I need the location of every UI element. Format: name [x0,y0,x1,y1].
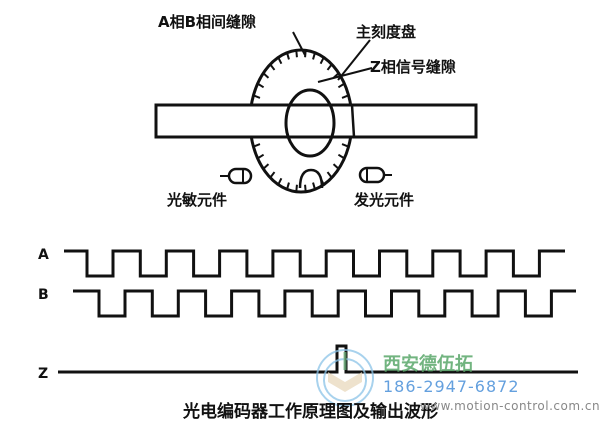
disk-slit [286,182,290,190]
disk-slit [257,82,265,89]
label-z-slit: Z相信号缝隙 [370,58,456,76]
waveform-a [64,249,565,278]
disk-slit [277,56,283,65]
disk-slit [341,94,349,99]
disk-slit [269,171,276,179]
watermark-company: 西安德伍拓 [383,353,473,375]
disk-edge-over-shaft [350,104,356,138]
disk-slit [253,94,261,99]
leader-ab [292,31,306,56]
label-ab-slit: A相B相间缝隙 [158,13,256,31]
disk-slit [319,56,325,65]
photo-sensor-icon [220,167,253,185]
disk-slit [326,63,333,71]
disk-slit [341,143,349,148]
shaft [154,103,478,139]
light-emitter-icon [358,166,392,184]
disk-slit [269,63,276,71]
disk-slit [277,177,283,186]
disk-slit [326,171,333,179]
watermark-website: www.motion-control.com.cn [420,399,600,413]
disk-slit [262,72,270,79]
disk-slit [295,50,298,58]
disk-slit [332,163,340,170]
leader-z [317,67,373,83]
label-photo-sensor: 光敏元件 [166,191,227,209]
disk-slit [286,52,290,60]
disk-slit [337,82,345,89]
disk-slits [250,50,352,192]
waveform-b [73,289,576,318]
disk-slit [304,184,307,192]
disk-slit [312,52,316,60]
disk-slit [295,184,298,192]
disk-slit [312,182,316,190]
watermark-logo [316,349,374,407]
disk-slit [257,153,265,160]
waveform-z [58,344,578,374]
caption: 光电编码器工作原理图及输出波形 [182,401,438,422]
leader-disk [337,39,371,81]
disk-slit [262,163,270,170]
watermark-phone: 186-2947-6872 [383,377,520,396]
disk-slit [253,143,261,148]
label-main-disk: 主刻度盘 [356,23,416,41]
signal-label-a: A [38,247,49,263]
disk-hub [284,88,336,158]
label-light-emitter: 发光元件 [353,191,414,209]
disk-slit [337,153,345,160]
signal-label-z: Z [38,366,48,382]
z-slit [298,168,324,189]
signal-label-b: B [38,287,49,303]
